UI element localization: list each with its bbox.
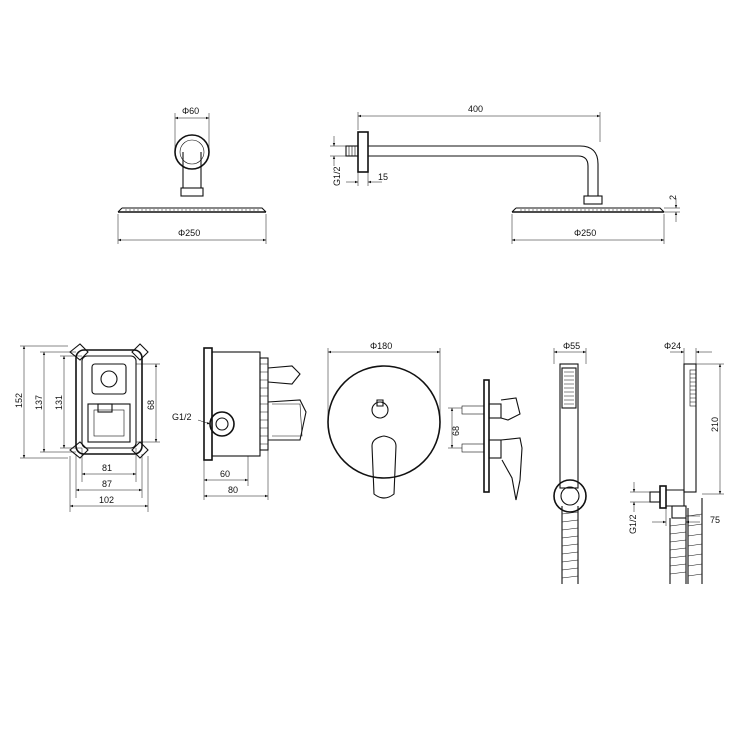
mounting-box-front-view: 152 137 131 68 81 87 102 — [14, 343, 160, 512]
thread-label: G1/2 — [332, 166, 342, 186]
box-depth-outer-label: 80 — [228, 485, 238, 495]
flange-depth-label: 15 — [378, 172, 388, 182]
cover-plate-view: Φ180 — [327, 341, 441, 499]
shower-head-side-view: 400 G1/2 15 2 Φ250 — [330, 104, 680, 244]
mixer-spacing-label: 68 — [451, 426, 461, 436]
cover-diameter-label: Φ180 — [370, 341, 392, 351]
hand-shower-side-view: Φ24 210 G1/2 75 — [628, 341, 724, 584]
box-window-height-label: 68 — [146, 400, 156, 410]
box-width-outer-label: 102 — [99, 495, 114, 505]
hand-shower-side-diameter-label: Φ24 — [664, 341, 681, 351]
box-height-outer-label: 152 — [14, 393, 24, 408]
hand-shower-diameter-label: Φ55 — [563, 341, 580, 351]
box-width-mid-label: 87 — [102, 479, 112, 489]
box-depth-inner-label: 60 — [220, 469, 230, 479]
head-thickness-label: 2 — [668, 195, 678, 200]
head-diameter-label: Φ250 — [178, 228, 200, 238]
pipe-diameter-label: Φ60 — [182, 106, 199, 116]
box-width-inner-label: 81 — [102, 463, 112, 473]
arm-length-label: 400 — [468, 104, 483, 114]
hand-shower-length-label: 210 — [710, 417, 720, 432]
shower-head-front-view: Φ60 Φ250 — [117, 106, 267, 244]
hand-shower-thread-label: G1/2 — [628, 514, 638, 534]
mixer-side-view: 68 — [448, 379, 523, 501]
box-height-mid-label: 137 — [34, 395, 44, 410]
box-side-thread-label: G1/2 — [172, 412, 192, 422]
hand-shower-front-view: Φ55 — [553, 341, 587, 584]
mounting-box-side-view: G1/2 60 80 — [172, 347, 307, 500]
side-head-diameter-label: Φ250 — [574, 228, 596, 238]
hand-shower-offset-label: 75 — [710, 515, 720, 525]
box-height-inner-label: 131 — [54, 395, 64, 410]
